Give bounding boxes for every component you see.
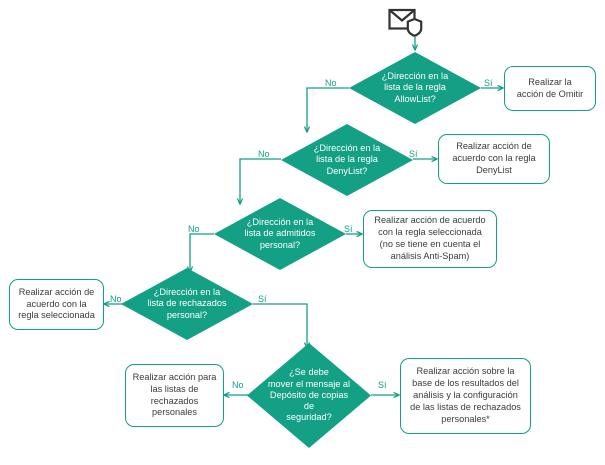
action-regla-seleccionada-antispam-label: Realizar acción de acuerdo con la regla …	[374, 215, 486, 261]
action-denylist-label: Realizar acción de acuerdo con la regla …	[452, 141, 536, 175]
edge-label-allowlist-no: No	[325, 78, 337, 88]
decision-deposito-copias[interactable]: ¿Se debe mover el mensaje al Depósito de…	[247, 343, 371, 448]
action-regla-seleccionada-label: Realizar acción de acuerdo con la regla …	[18, 286, 95, 321]
edge-label-admitidos-no: No	[188, 224, 200, 234]
envelope-shield-icon	[388, 8, 423, 37]
decision-deposito-copias-label: ¿Se debe mover el mensaje al Depósito de…	[267, 367, 351, 423]
action-listas-rechazados-personales-label: Realizar acción para las listas de recha…	[132, 371, 217, 418]
decision-admitidos-personal-label: ¿Dirección en la lista de admitidos pers…	[244, 217, 316, 250]
edge-label-rechazados-yes: Sí	[258, 294, 267, 304]
action-listas-rechazados-personales[interactable]: Realizar acción para las listas de recha…	[125, 364, 224, 427]
edge-label-deposito-no: No	[232, 380, 244, 390]
edge-rechazados-yes	[253, 303, 307, 348]
edge-allowlist-no	[307, 87, 349, 132]
decision-allowlist[interactable]: ¿Dirección en la lista de la regla Allow…	[349, 52, 481, 124]
action-regla-seleccionada[interactable]: Realizar acción de acuerdo con la regla …	[9, 279, 104, 330]
decision-admitidos-personal[interactable]: ¿Dirección en la lista de admitidos pers…	[214, 198, 346, 270]
action-denylist[interactable]: Realizar acción de acuerdo con la regla …	[438, 134, 550, 184]
edge-label-deposito-yes: Sí	[378, 380, 387, 390]
edge-admitidos-no	[190, 233, 214, 272]
edge-label-allowlist-yes: Sí	[484, 78, 493, 88]
action-resultados-analisis[interactable]: Realizar acción sobre la base de los res…	[400, 358, 531, 434]
decision-denylist[interactable]: ¿Dirección en la lista de la regla DenyL…	[281, 124, 413, 196]
action-resultados-analisis-label: Realizar acción sobre la base de los res…	[410, 366, 521, 424]
edge-label-admitidos-yes: Sí	[344, 224, 353, 234]
edge-label-denylist-yes: Sí	[409, 149, 418, 159]
decision-rechazados-personal[interactable]: ¿Dirección en la lista de rechazados per…	[121, 268, 253, 340]
action-regla-seleccionada-antispam[interactable]: Realizar acción de acuerdo con la regla …	[363, 210, 497, 268]
edge-label-rechazados-no: No	[110, 294, 122, 304]
decision-denylist-label: ¿Dirección en la lista de la regla DenyL…	[313, 143, 381, 176]
action-omitir-label: Realizar la acción de Omitir	[516, 76, 584, 99]
edge-label-denylist-no: No	[258, 149, 270, 159]
decision-rechazados-personal-label: ¿Dirección en la lista de rechazados per…	[147, 287, 227, 320]
edge-denylist-no	[240, 158, 281, 204]
action-omitir[interactable]: Realizar la acción de Omitir	[504, 66, 596, 111]
decision-allowlist-label: ¿Dirección en la lista de la regla Allow…	[381, 71, 449, 104]
